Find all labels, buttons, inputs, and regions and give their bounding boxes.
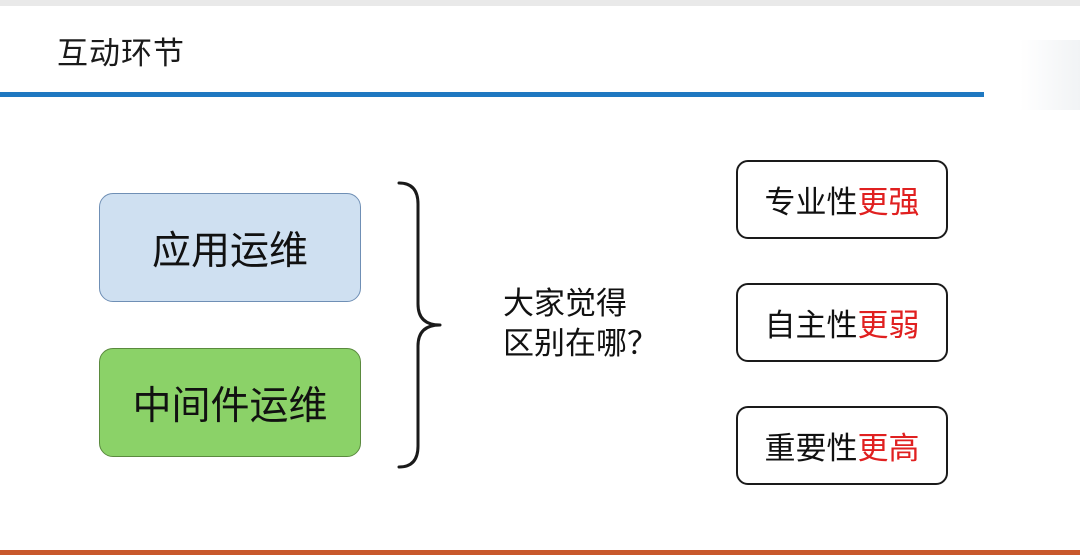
answer-emphasis: 更高 bbox=[857, 431, 920, 467]
question-text: 大家觉得 区别在哪？ bbox=[503, 284, 658, 364]
slide-title: 互动环节 bbox=[57, 36, 185, 72]
answer-prefix: 专业性 bbox=[764, 185, 858, 221]
question-line-2: 区别在哪？ bbox=[503, 326, 658, 362]
bottom-rule bbox=[0, 550, 1080, 555]
answer-emphasis: 更强 bbox=[857, 185, 920, 221]
question-line-1: 大家觉得 bbox=[503, 286, 627, 322]
answer-prefix: 重要性 bbox=[764, 431, 858, 467]
app-ops-label: 应用运维 bbox=[151, 228, 308, 274]
answer-box-professionalism: 专业性更强 bbox=[736, 160, 948, 239]
answer-emphasis: 更弱 bbox=[857, 308, 920, 344]
answer-box-importance: 重要性更高 bbox=[736, 406, 948, 485]
right-brace-icon bbox=[397, 181, 442, 469]
header-rule bbox=[0, 92, 984, 97]
corner-shade bbox=[1020, 40, 1080, 110]
answer-box-autonomy: 自主性更弱 bbox=[736, 283, 948, 362]
app-ops-box: 应用运维 bbox=[99, 193, 361, 302]
answer-prefix: 自主性 bbox=[764, 308, 858, 344]
top-strip bbox=[0, 0, 1080, 6]
middleware-ops-label: 中间件运维 bbox=[132, 383, 328, 429]
middleware-ops-box: 中间件运维 bbox=[99, 348, 361, 457]
